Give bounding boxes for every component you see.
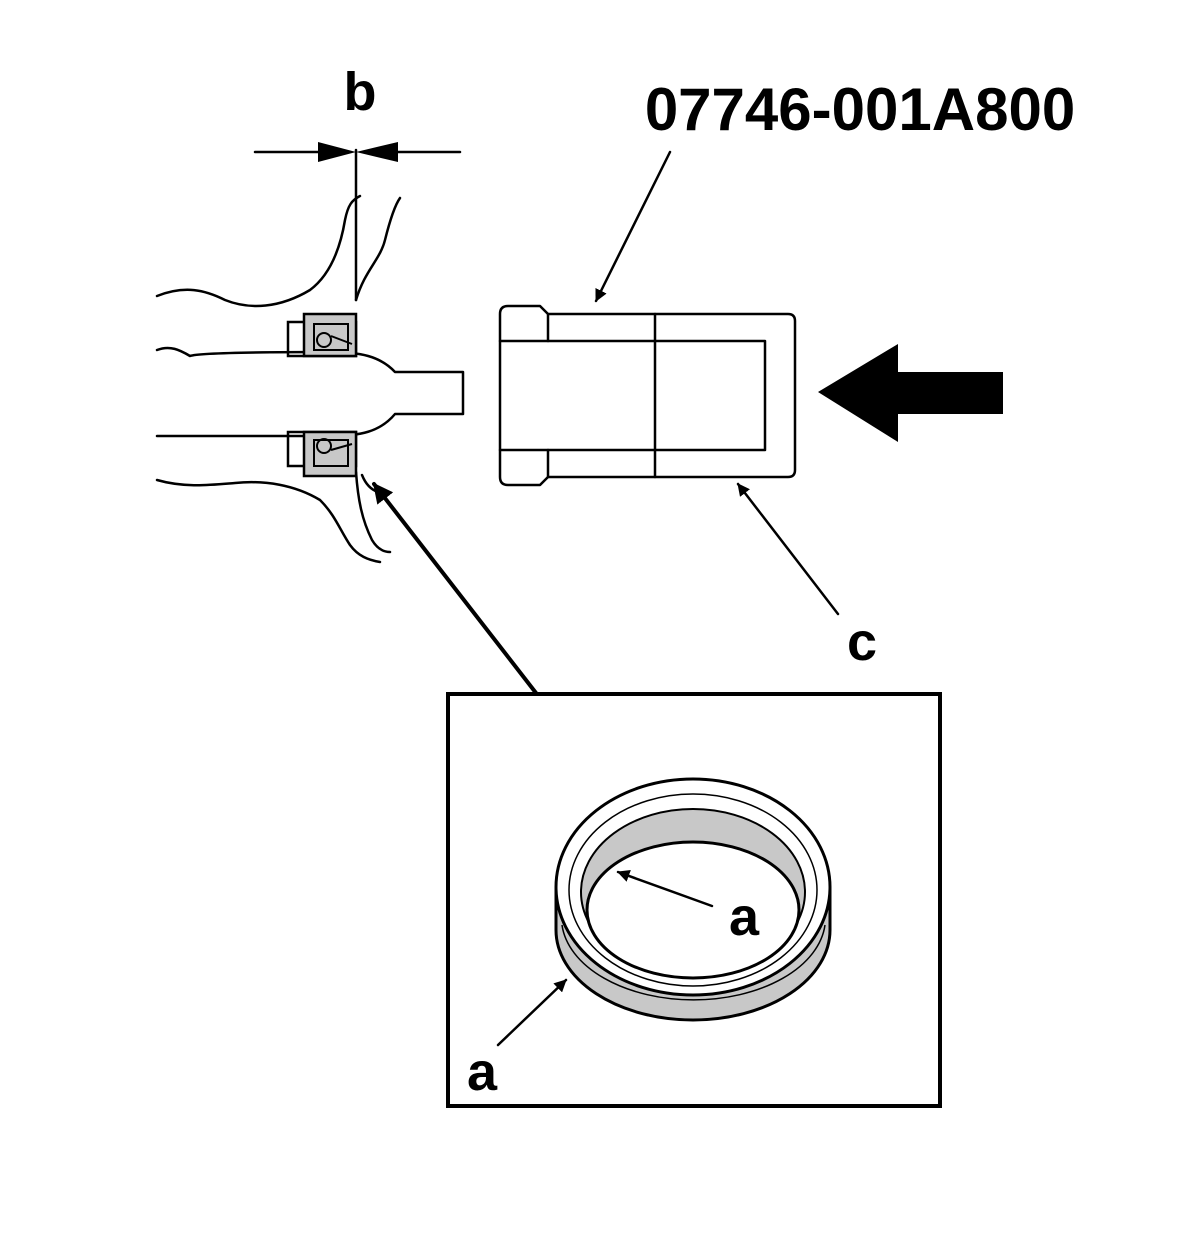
shaft	[155, 346, 465, 438]
dimension-b	[253, 142, 462, 302]
callout-a-inner-leader	[616, 870, 714, 908]
part-number-label: 07746-001A800	[645, 76, 1075, 143]
callout-a-outer-label: a	[467, 1042, 498, 1102]
callout-a-inner-label: a	[729, 887, 760, 947]
callout-c-label: c	[847, 612, 877, 672]
seal-detail-ring	[554, 777, 832, 1022]
installed-seal	[286, 312, 358, 478]
callout-b-label: b	[344, 62, 377, 122]
housing	[155, 194, 402, 564]
seal-installer-tool	[498, 304, 797, 487]
part-number-leader	[594, 150, 672, 303]
callout-a-outer-leader	[496, 978, 568, 1047]
detail-leader	[372, 482, 538, 695]
callout-c-leader	[736, 482, 840, 616]
left-arrow-icon	[818, 344, 1003, 442]
